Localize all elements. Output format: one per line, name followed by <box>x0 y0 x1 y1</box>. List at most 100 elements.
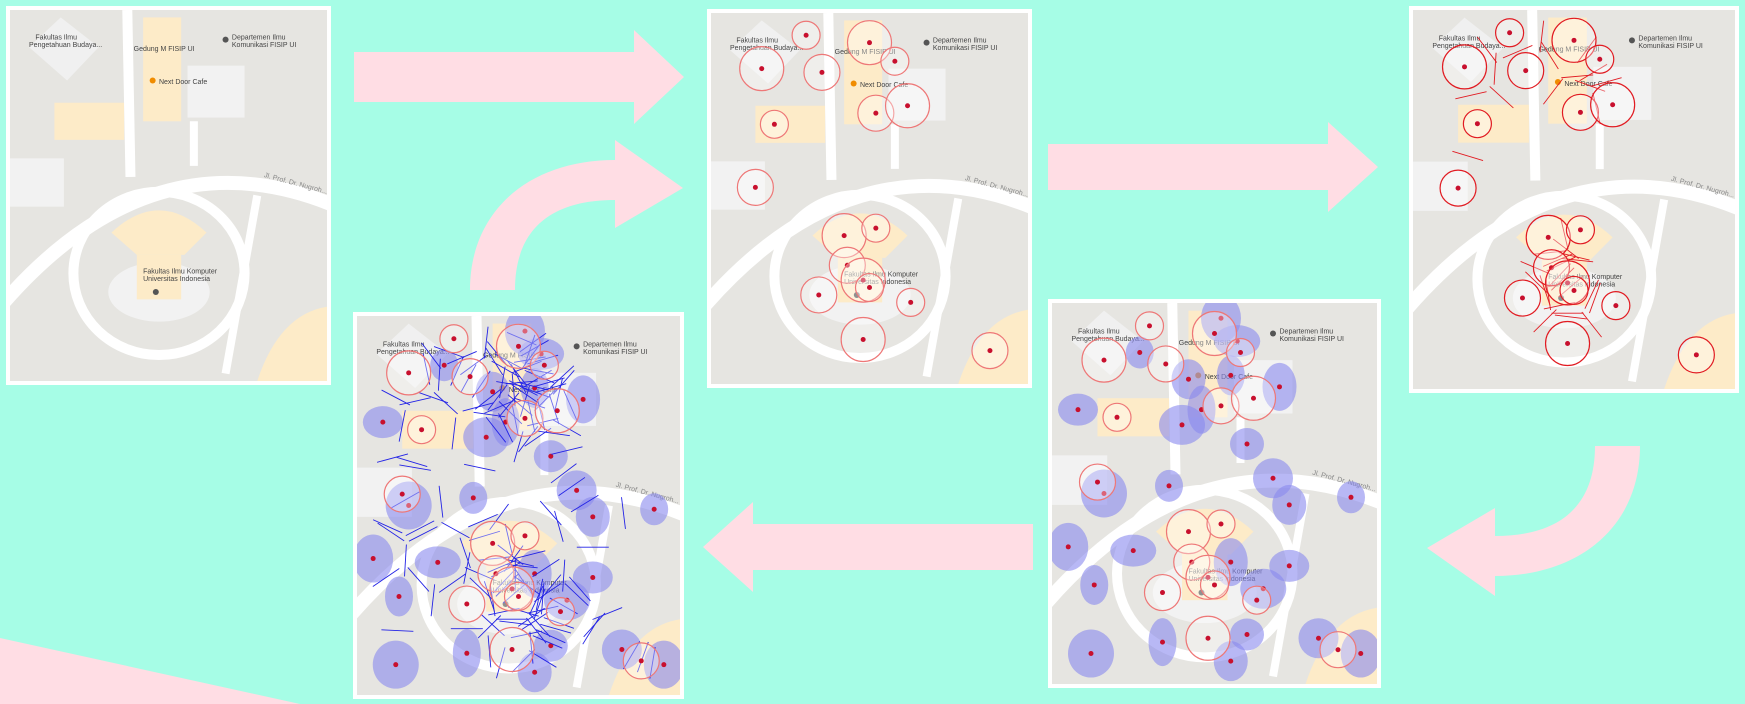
voronoi-edge <box>1548 263 1571 288</box>
voronoi-edge <box>399 464 431 471</box>
building-gedung-m <box>1548 17 1587 124</box>
voronoi-edge <box>437 358 441 391</box>
cluster-dot <box>548 453 554 459</box>
marker-dot <box>509 647 515 653</box>
voronoi-edge <box>489 503 509 531</box>
cluster-dot <box>1286 502 1292 508</box>
voronoi-edge <box>511 649 536 673</box>
cluster-dot <box>470 495 476 501</box>
building-tan-left <box>54 102 125 140</box>
voronoi-edge <box>1542 253 1573 267</box>
marker-dot <box>1565 280 1571 286</box>
voronoi-edge <box>463 463 496 472</box>
arrow-right-top <box>354 30 684 124</box>
marker-dot <box>1335 647 1341 653</box>
marker-dot <box>1462 64 1468 70</box>
label-dept-kom: Departemen Ilmu <box>1638 35 1692 42</box>
voronoi-edge <box>1551 267 1575 291</box>
cluster-dot <box>1137 350 1143 356</box>
voronoi-edge <box>562 559 566 592</box>
voronoi-edge <box>498 392 520 418</box>
voronoi-edge <box>582 616 600 645</box>
marker-dot <box>1218 521 1224 527</box>
road-vertical-a <box>823 13 837 181</box>
road-vertical-a <box>122 10 136 178</box>
voronoi-edge <box>502 581 528 604</box>
marker-dot <box>1205 574 1211 580</box>
voronoi-edge <box>1589 282 1601 314</box>
voronoi-edge <box>549 597 578 615</box>
voronoi-edge <box>521 611 549 631</box>
cluster-dot <box>1218 315 1224 321</box>
cluster-dot <box>1316 635 1321 641</box>
marker-dot <box>908 299 914 305</box>
poi-icon-cafe <box>850 80 857 87</box>
voronoi-edge <box>438 573 466 593</box>
road-vertical-c <box>221 194 262 375</box>
marker-dot <box>451 336 457 342</box>
label-fasilkom: Fakultas Ilmu Komputer <box>844 271 919 278</box>
voronoi-edge <box>506 359 528 386</box>
cluster-dot <box>406 503 412 508</box>
voronoi-edge <box>564 583 589 606</box>
voronoi-edge <box>1558 275 1584 298</box>
building-corner <box>1664 313 1735 389</box>
cluster-dot <box>1244 441 1250 447</box>
building-grey-right <box>1593 66 1652 120</box>
voronoi-edge <box>396 456 428 467</box>
building-tan-left <box>402 410 474 449</box>
marker-dot <box>1160 590 1165 596</box>
voronoi-edge <box>506 332 537 346</box>
cluster-dot <box>1244 631 1250 637</box>
marker-dot <box>1186 529 1191 535</box>
building-budaya <box>1432 17 1504 83</box>
road-vertical-c <box>572 504 613 689</box>
marker-dot <box>1519 295 1525 301</box>
voronoi-edge <box>421 342 442 369</box>
voronoi-edge <box>464 567 495 581</box>
building-tan-left <box>1097 398 1169 437</box>
voronoi-edge <box>1452 150 1484 161</box>
voronoi-edge <box>519 385 550 398</box>
label-fac-budaya-2: Pengetahuan Budaya... <box>730 45 803 52</box>
label-fac-budaya: Fakultas Ilmu <box>1439 35 1481 42</box>
voronoi-edge <box>537 398 546 431</box>
voronoi-edge <box>447 351 477 365</box>
marker-dot <box>1254 597 1260 603</box>
cluster-dot <box>1065 544 1071 550</box>
voronoi-edge <box>405 520 435 537</box>
cluster-dot <box>393 662 399 668</box>
road-vertical-a <box>1527 10 1541 181</box>
marker-dot <box>509 586 515 592</box>
marker-dot <box>1577 227 1583 233</box>
cluster-dot <box>1075 407 1081 413</box>
voronoi-edge <box>495 647 506 679</box>
arrow-curved-down-left <box>1427 446 1640 596</box>
voronoi-edge <box>517 381 549 391</box>
voronoi-edge <box>507 394 533 416</box>
building-budaya <box>376 323 448 389</box>
marker-dot <box>1114 414 1120 420</box>
marker-dot <box>867 285 872 291</box>
arrow-left-bottom <box>703 502 1033 592</box>
poi-icon-fasilkom <box>152 288 159 295</box>
marker-dot <box>490 540 496 546</box>
marker-dot <box>860 277 866 283</box>
label-fasilkom-2: Universitas Indonesia <box>1548 282 1615 289</box>
voronoi-edge <box>417 391 449 404</box>
voronoi-edge <box>621 497 626 530</box>
voronoi-edge <box>520 339 549 357</box>
marker-dot <box>1238 350 1243 356</box>
road-vertical-c <box>922 197 963 378</box>
poi-icon-dept <box>222 36 229 43</box>
voronoi-edge <box>554 378 563 410</box>
label-gedung-m: Gedung M FISIP UI <box>483 353 544 360</box>
label-dept-kom-2: Komunikasi FISIP UI <box>933 45 998 52</box>
voronoi-edge <box>551 446 583 455</box>
label-dept-kom: Departemen Ilmu <box>933 38 987 45</box>
marker-dot <box>1545 234 1551 240</box>
voronoi-edge <box>1577 36 1597 63</box>
voronoi-edge <box>497 544 524 565</box>
